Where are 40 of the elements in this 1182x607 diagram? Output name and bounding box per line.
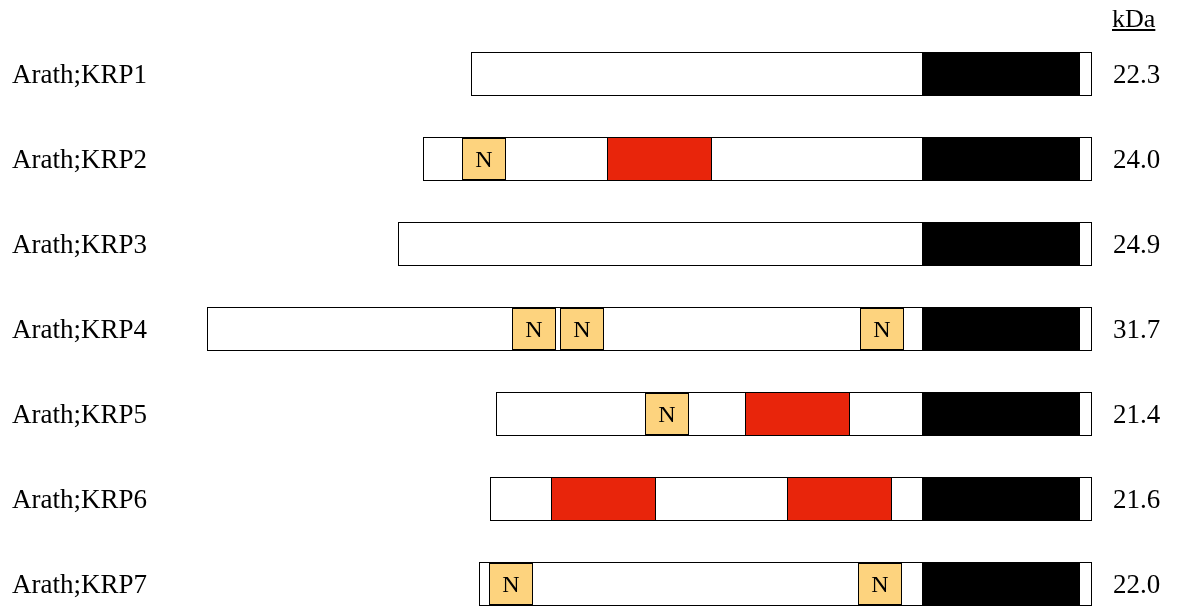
molecular-mass: 21.6 — [1113, 483, 1161, 515]
motif-box: N — [860, 308, 904, 350]
conserved-domain — [922, 563, 1080, 605]
molecular-mass: 22.3 — [1113, 58, 1161, 90]
domain-box — [607, 138, 712, 180]
molecular-mass: 21.4 — [1113, 398, 1161, 430]
domain-box — [551, 478, 656, 520]
protein-bar — [423, 137, 1092, 181]
protein-name: Arath;KRP2 — [12, 143, 147, 175]
motif-box: N — [560, 308, 604, 350]
protein-bar — [471, 52, 1092, 96]
motif-box: N — [645, 393, 689, 435]
domain-box — [745, 393, 850, 435]
conserved-domain — [922, 53, 1080, 95]
motif-box: N — [512, 308, 556, 350]
molecular-mass: 24.0 — [1113, 143, 1161, 175]
protein-name: Arath;KRP5 — [12, 398, 147, 430]
protein-name: Arath;KRP4 — [12, 313, 147, 345]
molecular-mass: 24.9 — [1113, 228, 1161, 260]
protein-name: Arath;KRP7 — [12, 568, 147, 600]
motif-box: N — [489, 563, 533, 605]
protein-bar — [398, 222, 1092, 266]
protein-name: Arath;KRP3 — [12, 228, 147, 260]
conserved-domain — [922, 478, 1080, 520]
conserved-domain — [922, 138, 1080, 180]
conserved-domain — [922, 223, 1080, 265]
protein-bar — [207, 307, 1092, 351]
motif-box: N — [858, 563, 902, 605]
protein-bar — [496, 392, 1092, 436]
protein-bar — [479, 562, 1092, 606]
molecular-mass: 31.7 — [1113, 313, 1161, 345]
conserved-domain — [922, 308, 1080, 350]
domain-box — [787, 478, 892, 520]
motif-box: N — [462, 138, 506, 180]
molecular-mass: 22.0 — [1113, 568, 1161, 600]
protein-name: Arath;KRP1 — [12, 58, 147, 90]
protein-name: Arath;KRP6 — [12, 483, 147, 515]
conserved-domain — [922, 393, 1080, 435]
protein-bar — [490, 477, 1092, 521]
unit-heading: kDa — [1112, 6, 1156, 32]
